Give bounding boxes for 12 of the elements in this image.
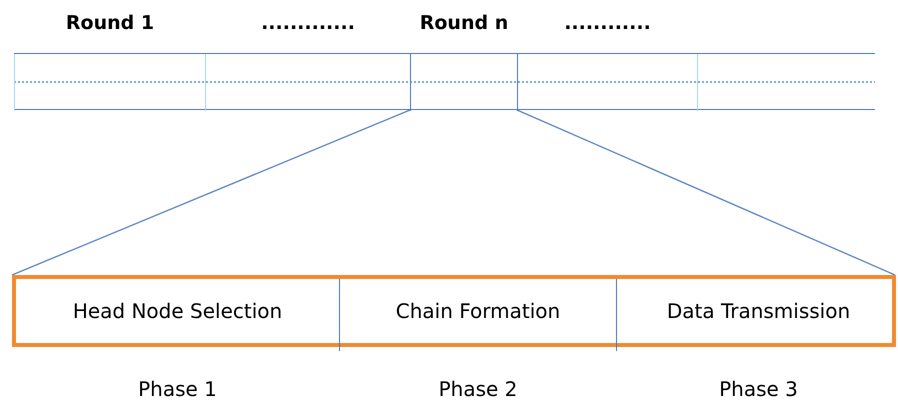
ellipsis-dots: ............ [563,12,652,34]
round-label: Round 1 [64,12,156,34]
ellipsis-dots: ............. [260,12,356,34]
round-label: Round n [418,12,510,34]
zoom-line [12,109,410,276]
phase-number: Phase 3 [718,377,799,401]
zoom-line [516,109,896,276]
phase-number: Phase 2 [438,377,518,401]
phase-name: Chain Formation [394,299,562,323]
phase-name: Data Transmission [666,299,852,323]
phase-name: Head Node Selection [72,299,284,323]
phase-number: Phase 1 [137,377,218,401]
